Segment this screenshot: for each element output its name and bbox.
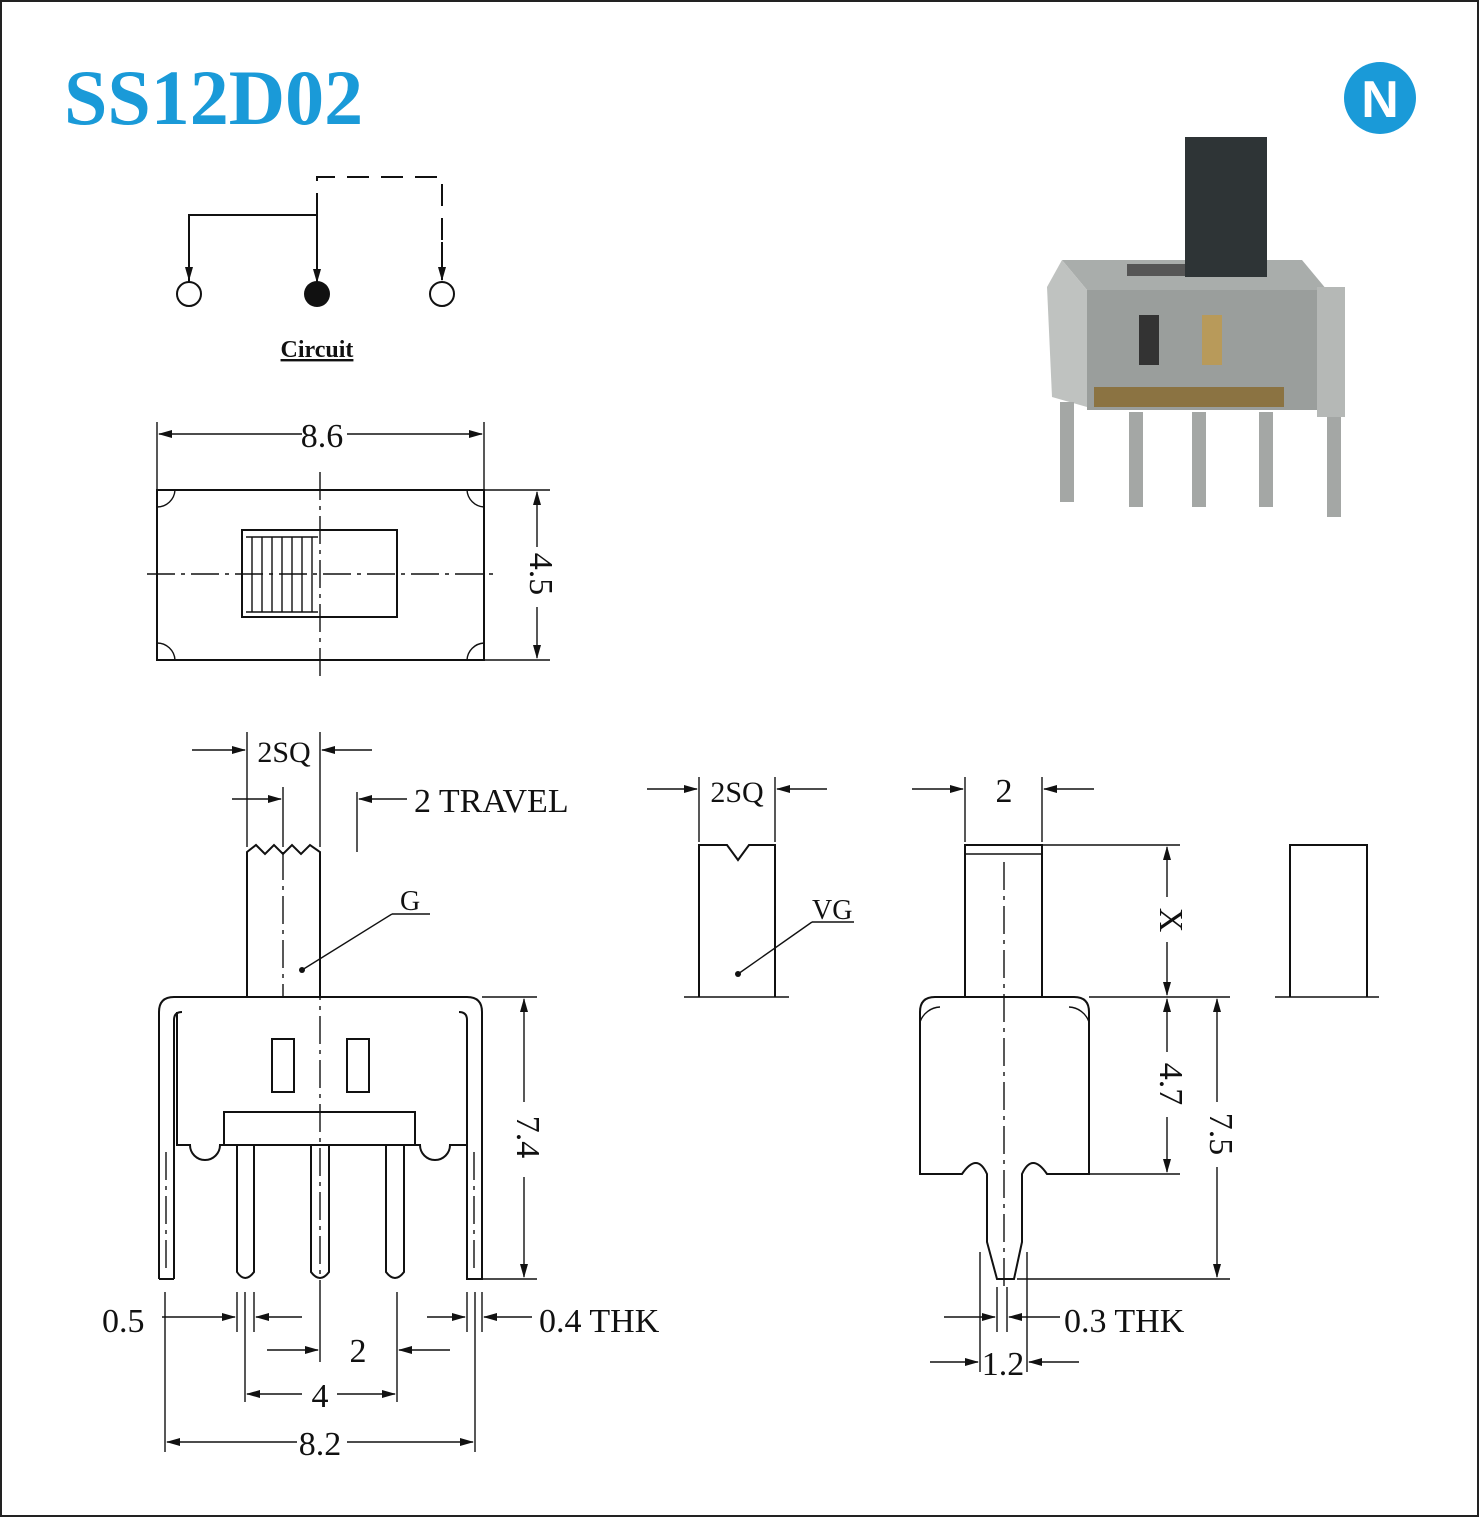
svg-text:1.2: 1.2 (982, 1346, 1025, 1383)
svg-text:0.4 THK: 0.4 THK (539, 1303, 660, 1340)
svg-text:8.2: 8.2 (299, 1426, 342, 1463)
svg-text:2SQ: 2SQ (257, 736, 311, 769)
svg-text:2: 2 (350, 1333, 367, 1370)
circuit-diagram: Circuit (176, 176, 455, 363)
brand-logo: N (1344, 62, 1416, 134)
side-view: 2 X 4.7 7.5 0.3 THK 1.2 (912, 773, 1239, 1383)
svg-text:4.7: 4.7 (1152, 1063, 1189, 1106)
svg-text:4: 4 (312, 1378, 329, 1415)
svg-text:0.5: 0.5 (102, 1303, 145, 1340)
svg-text:0.3 THK: 0.3 THK (1064, 1303, 1185, 1340)
travel-dim-label: 2 TRAVEL (414, 783, 569, 820)
svg-text:2SQ: 2SQ (710, 776, 764, 809)
top-view: 8.6 4.5 (147, 418, 559, 677)
svg-text:X: X (1152, 908, 1189, 933)
vg-actuator-view: 2SQ VG (647, 776, 854, 998)
circuit-label: Circuit (281, 337, 354, 363)
svg-text:7.5: 7.5 (1202, 1113, 1239, 1156)
width-dim-label: 8.6 (301, 418, 344, 455)
height-dim-label: 4.5 (522, 553, 559, 596)
part-number-title: SS12D02 (64, 54, 363, 141)
plain-actuator-view (1275, 844, 1379, 998)
svg-text:VG: VG (812, 895, 852, 926)
product-photo (1047, 137, 1345, 517)
height-74-label: 7.4 (509, 1116, 546, 1159)
front-view: 2SQ 2 TRAVEL G 7.4 (102, 732, 660, 1463)
svg-text:G: G (400, 886, 420, 917)
svg-text:N: N (1361, 71, 1399, 129)
svg-text:2: 2 (996, 773, 1013, 810)
